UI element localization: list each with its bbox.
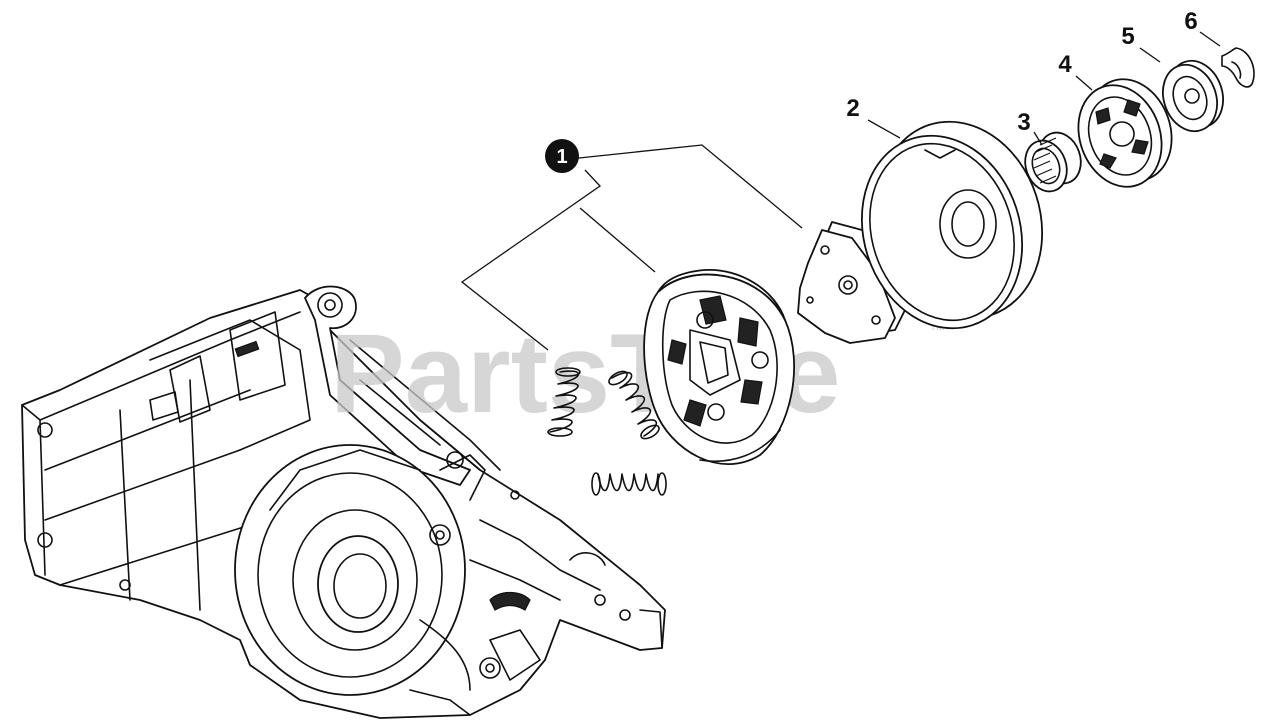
callout-leaders [867, 31, 1221, 146]
washer [1162, 59, 1224, 133]
watermark-trademark: TM [930, 322, 944, 333]
clutch-spring-right [608, 370, 660, 440]
callout-badge-circle [545, 139, 579, 173]
callout-2-label: 2 [846, 95, 859, 122]
clutch-spring-left [547, 367, 581, 437]
e-clip [1221, 47, 1255, 88]
rim-sprocket [1077, 78, 1173, 188]
callout-1-label: 1 [556, 146, 567, 168]
crankcase-housing [21, 285, 666, 719]
washer-plate [797, 221, 906, 344]
callout-3-label: 3 [1017, 109, 1030, 136]
callout-5-label: 5 [1121, 23, 1134, 50]
needle-bearing [1024, 131, 1082, 193]
callout-6-label: 6 [1184, 8, 1197, 35]
callout-4-label: 4 [1058, 51, 1072, 78]
clutch-drum [860, 120, 1044, 330]
callout-1-badge: 1 [545, 139, 579, 173]
clutch-spring-bottom [591, 472, 667, 496]
clutch-hub [643, 269, 796, 465]
kit-bracket [460, 144, 803, 351]
